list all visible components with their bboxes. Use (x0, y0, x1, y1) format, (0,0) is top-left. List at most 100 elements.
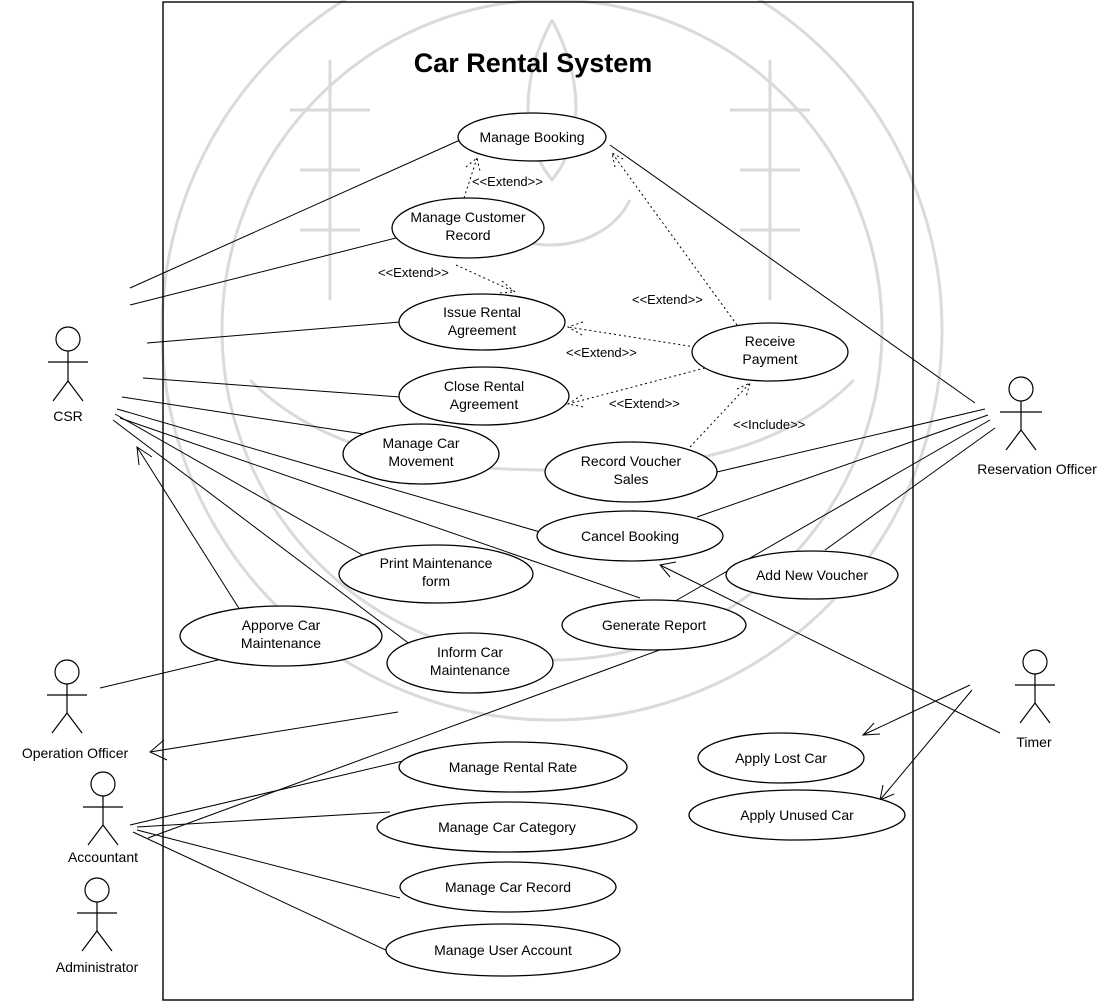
assoc-csr-manage-booking (129, 139, 461, 289)
assoc-timer-lost-car (862, 684, 971, 736)
assoc-ro-cancel-booking (696, 414, 989, 518)
assoc-accountant-generate-report (147, 647, 666, 839)
arrowhead-timer-lost (861, 722, 881, 736)
assoc-ro-generate-report (669, 419, 991, 605)
use-case-label: Maintenance (430, 662, 510, 678)
use-case-manage-booking[interactable]: Manage Booking (457, 112, 607, 162)
use-case-label: Agreement (450, 396, 519, 412)
use-case-label: Issue Rental (443, 304, 521, 320)
use-case-manage-car-record[interactable]: Manage Car Record (399, 861, 617, 913)
extend-customer-to-booking (463, 157, 478, 199)
use-case-label: Add New Voucher (756, 567, 868, 583)
extend-arrowhead-2 (498, 280, 517, 294)
use-case-add-new-voucher[interactable]: Add New Voucher (725, 550, 899, 600)
actor-timer[interactable]: Timer (1015, 649, 1055, 750)
use-case-label: Manage Car Record (445, 879, 571, 895)
use-case-manage-user-account[interactable]: Manage User Account (385, 923, 621, 977)
use-case-receive-payment[interactable]: Receive Payment (691, 322, 849, 382)
use-case-label: Payment (742, 351, 797, 367)
assoc-csr-manage-car-movement (121, 396, 371, 436)
stick-figure-icon (77, 877, 117, 952)
use-case-label: form (422, 573, 450, 589)
use-case-manage-rental-rate[interactable]: Manage Rental Rate (398, 741, 628, 793)
actor-label: CSR (53, 408, 83, 424)
use-case-approve-car-maintenance[interactable]: Apporve Car Maintenance (179, 605, 383, 667)
use-case-manage-car-movement[interactable]: Manage Car Movement (342, 423, 500, 485)
assoc-admin-car-record (136, 829, 401, 899)
stick-figure-icon (1015, 649, 1055, 724)
use-case-inform-car-maintenance[interactable]: Inform Car Maintenance (386, 632, 554, 694)
actor-reservation-officer[interactable]: Reservation Officer (977, 376, 1097, 477)
extend-label: <<Extend>> (632, 292, 703, 307)
use-case-label: Apply Lost Car (735, 750, 827, 766)
assoc-ro-add-voucher (824, 427, 996, 551)
use-case-print-maintenance-form[interactable]: Print Maintenance form (338, 544, 534, 604)
use-case-label: Apply Unused Car (740, 807, 854, 823)
use-case-label: Manage Customer (410, 209, 526, 225)
use-case-generate-report[interactable]: Generate Report (561, 599, 747, 651)
use-case-label: Sales (613, 471, 648, 487)
use-case-record-voucher-sales[interactable]: Record Voucher Sales (544, 441, 718, 503)
assoc-admin-user-account (132, 831, 391, 953)
assoc-csr-print-maintenance (114, 413, 381, 566)
assoc-csr-cancel-booking (116, 408, 541, 533)
use-case-label: Record (445, 227, 490, 243)
system-title: Car Rental System (414, 48, 653, 78)
actor-csr[interactable]: CSR (48, 326, 88, 424)
use-case-label: Print Maintenance (380, 555, 493, 571)
actor-operation-officer[interactable]: Operation Officer (22, 659, 129, 761)
assoc-oo-inform-maintenance (149, 711, 399, 753)
actor-label: Administrator (56, 959, 139, 975)
assoc-ro-record-voucher (716, 408, 986, 473)
use-case-manage-car-category[interactable]: Manage Car Category (376, 801, 638, 853)
use-case-label: Movement (388, 453, 453, 469)
use-case-close-rental-agreement[interactable]: Close Rental Agreement (398, 366, 570, 426)
actor-label: Accountant (68, 849, 138, 865)
actor-label: Reservation Officer (977, 461, 1097, 477)
use-case-issue-rental-agreement[interactable]: Issue Rental Agreement (398, 293, 566, 351)
use-case-label: Cancel Booking (581, 528, 679, 544)
extend-label: <<Extend>> (566, 345, 637, 360)
use-case-manage-customer-record[interactable]: Manage Customer Record (391, 197, 545, 259)
assoc-admin-rental-rate (129, 756, 421, 826)
actor-label: Operation Officer (22, 745, 129, 761)
arrowhead-csr (136, 445, 153, 466)
extend-arrowhead-5 (566, 394, 585, 408)
system-boundary (162, 1, 914, 1001)
use-case-apply-lost-car[interactable]: Apply Lost Car (697, 732, 865, 784)
stick-figure-icon (83, 771, 123, 846)
use-case-apply-unused-car[interactable]: Apply Unused Car (688, 789, 906, 841)
assoc-admin-car-category (136, 811, 391, 828)
stick-figure-icon (48, 326, 88, 402)
use-case-cancel-booking[interactable]: Cancel Booking (536, 510, 724, 562)
assoc-csr-generate-report (119, 417, 641, 599)
use-case-label: Manage Car Category (438, 819, 576, 835)
assoc-csr-inform-maintenance (112, 419, 416, 649)
assoc-timer-cancel-booking (659, 564, 1001, 734)
actor-administrator[interactable]: Administrator (56, 877, 139, 975)
assoc-ro-manage-booking (609, 144, 976, 404)
actor-accountant[interactable]: Accountant (68, 771, 138, 865)
use-case-label: Apporve Car (242, 617, 321, 633)
include-label: <<Include>> (733, 417, 805, 432)
assoc-csr-manage-customer-record (129, 236, 401, 306)
extend-customer-to-issue (455, 264, 516, 293)
use-case-label: Close Rental (444, 378, 524, 394)
actor-label: Timer (1016, 734, 1052, 750)
use-case-label: Agreement (448, 322, 517, 338)
extend-payment-to-booking (611, 152, 738, 326)
assoc-approve-to-csr (136, 446, 241, 611)
assoc-csr-close-rental-agreement (142, 377, 401, 398)
use-case-label: Record Voucher (581, 453, 682, 469)
assoc-oo-approve-maintenance (99, 659, 219, 689)
dependencies (455, 152, 751, 448)
assoc-timer-unused-car (879, 689, 973, 801)
stick-figure-icon (47, 659, 87, 734)
use-case-label: Maintenance (241, 635, 321, 651)
include-voucher-to-payment (689, 382, 751, 448)
use-case-label: Receive (745, 333, 796, 349)
extend-payment-to-close (567, 367, 706, 405)
assoc-csr-issue-rental-agreement (146, 321, 401, 344)
use-case-label: Manage Booking (479, 129, 584, 145)
